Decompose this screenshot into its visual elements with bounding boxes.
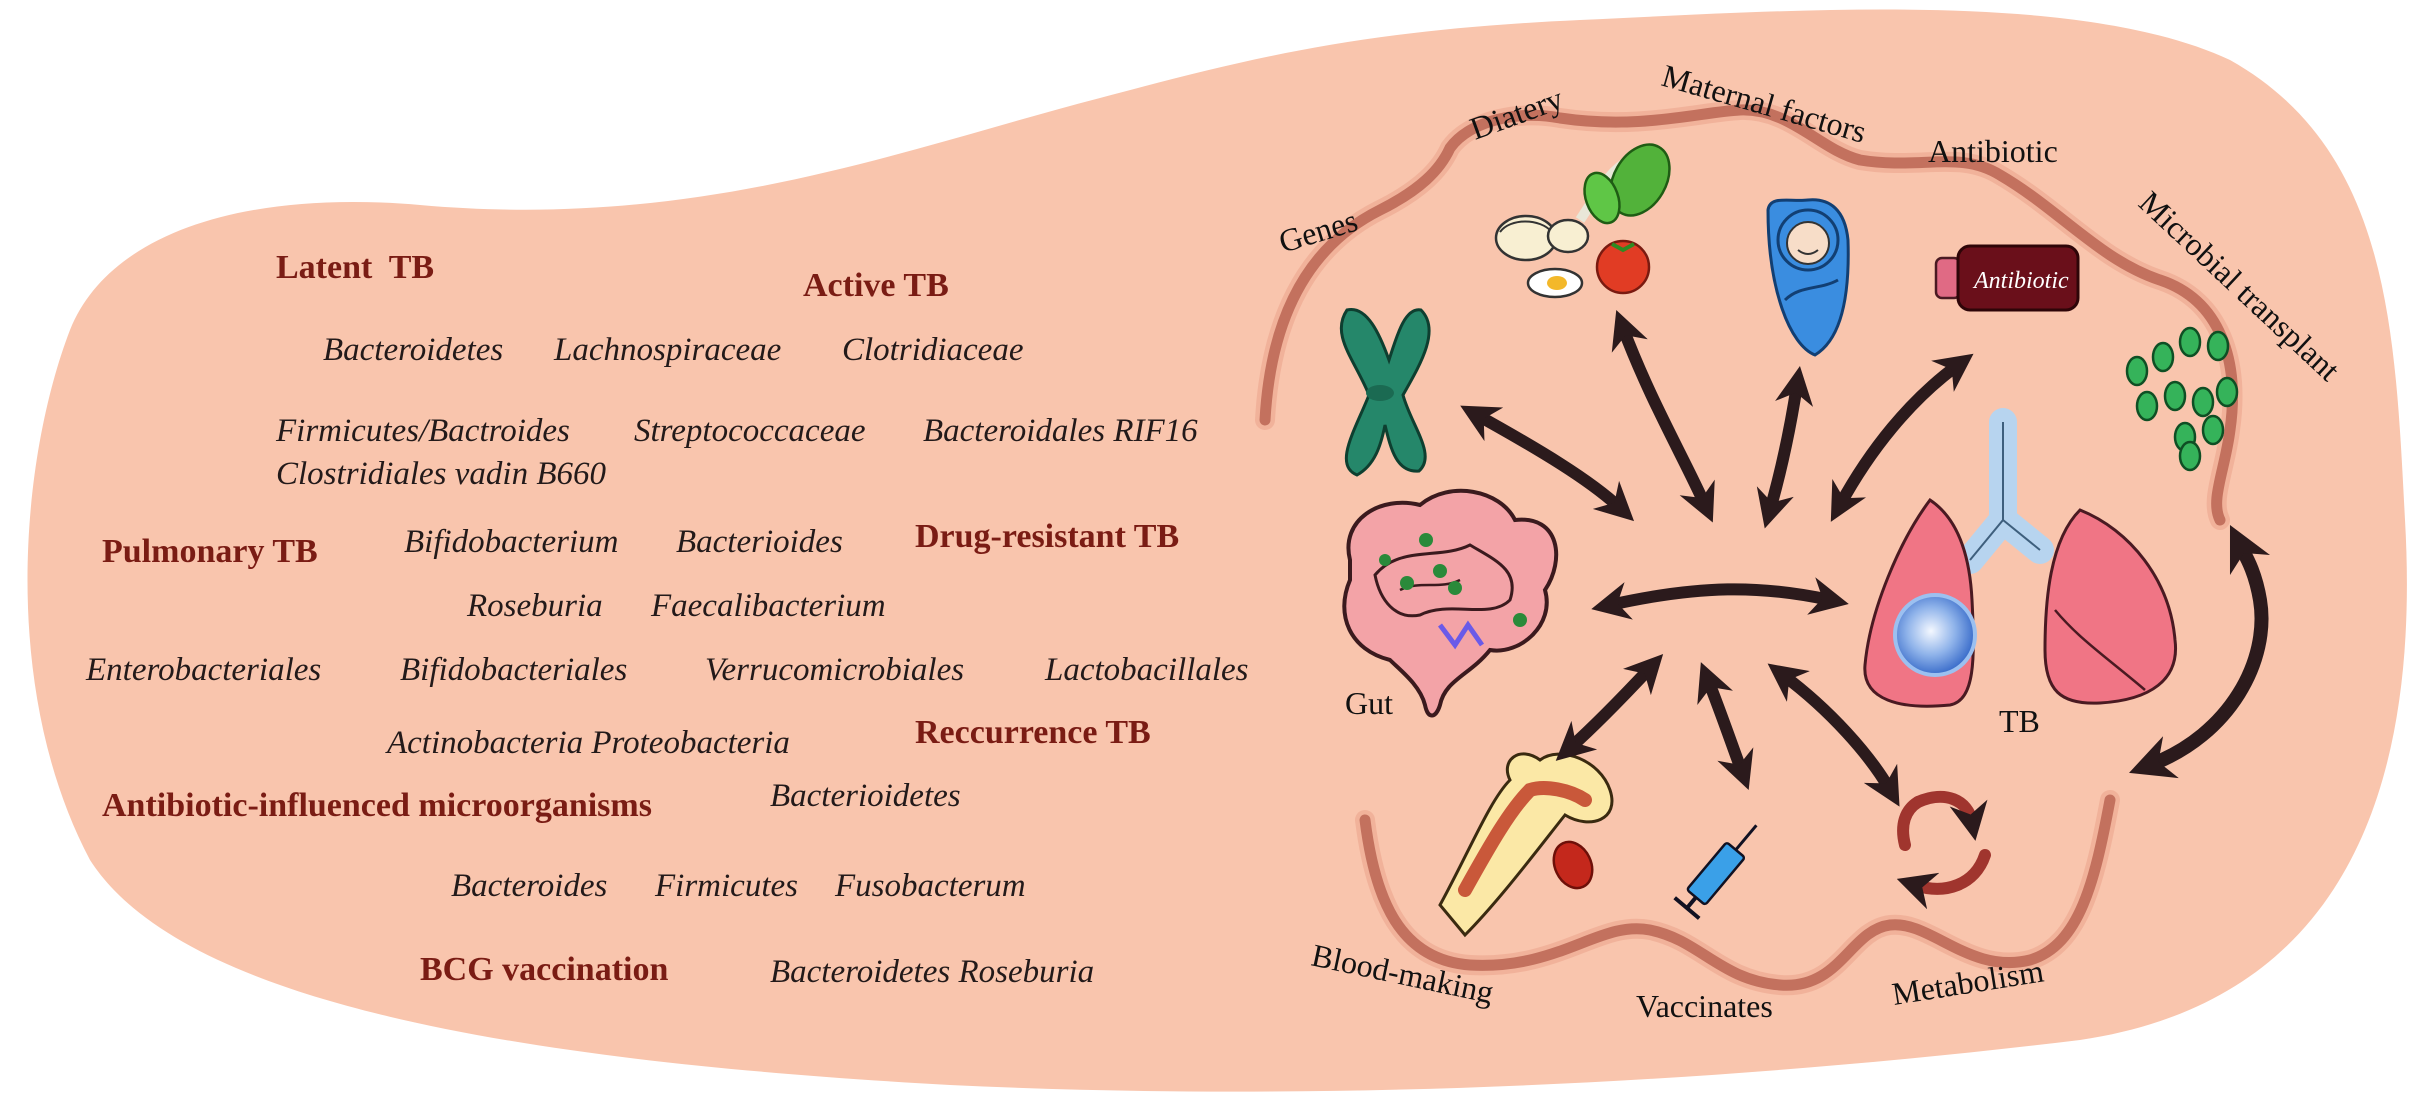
bacteria-item: Firmicutes/Bactroides bbox=[275, 413, 570, 449]
chromosome-icon bbox=[1339, 308, 1431, 477]
bacteria-item: Verrucomicrobiales bbox=[705, 652, 964, 688]
header-recurrence-tb: Reccurrence TB bbox=[915, 714, 1151, 751]
syringe-icon bbox=[1673, 824, 1758, 920]
header-bcg-vaccination: BCG vaccination bbox=[420, 951, 668, 988]
bacteria-item: Bacterioidetes bbox=[770, 778, 961, 814]
bottle-label: Antibiotic bbox=[1972, 268, 2069, 294]
label-tb: TB bbox=[1999, 703, 2040, 739]
food-icon bbox=[1494, 143, 1671, 299]
baby-icon bbox=[1766, 198, 1850, 357]
gut-icon bbox=[1342, 488, 1559, 718]
arrow-dietary bbox=[1611, 310, 1715, 523]
arrow-genes bbox=[1460, 405, 1635, 522]
label-antibiotic: Antibiotic bbox=[1928, 133, 2058, 169]
label-vaccinates: Vaccinates bbox=[1636, 988, 1773, 1024]
bacteria-item: Bacteroidetes bbox=[323, 332, 503, 368]
bacteria-item: Bifidobacteriales bbox=[400, 652, 627, 688]
lower-membrane-glow bbox=[1355, 790, 2120, 996]
bacteria-item: Faecalibacterium bbox=[650, 588, 886, 624]
arrow-antibiotic bbox=[1830, 353, 1974, 522]
arrow-blood bbox=[1555, 653, 1664, 761]
arrow-vaccinates bbox=[1697, 662, 1754, 791]
bacteria-item: Bacteroidales RIF16 bbox=[923, 413, 1198, 449]
bone-icon bbox=[1438, 752, 1614, 938]
bacteria-item: Lactobacillales bbox=[1044, 652, 1248, 688]
bacteria-item: Bacteroides bbox=[451, 868, 607, 904]
upper-membrane-glow bbox=[1255, 99, 2243, 530]
lower-membrane bbox=[1359, 794, 2116, 991]
header-antibiotic-influenced: Antibiotic-influenced microorganisms bbox=[102, 787, 652, 824]
antibiotic-bottle-icon: Antibiotic bbox=[1934, 244, 2080, 312]
interaction-arrows bbox=[1460, 310, 2271, 807]
bacteria-item: Lachnospiraceae bbox=[553, 332, 781, 368]
bacteria-item: Clostridiales vadin B660 bbox=[276, 456, 607, 492]
bacteria-item: Streptococcaceae bbox=[634, 413, 865, 449]
arrow-metabolism bbox=[1767, 663, 1900, 807]
header-pulmonary-tb: Pulmonary TB bbox=[102, 533, 318, 570]
bacteria-item: Enterobacteriales bbox=[85, 652, 321, 688]
tb-nodule bbox=[1893, 593, 1977, 677]
bacteria-item: Actinobacteria Proteobacteria bbox=[385, 725, 790, 761]
bacteria-item: Firmicutes bbox=[654, 868, 798, 904]
bacteria-item: Roseburia bbox=[466, 588, 603, 624]
arrow-maternal bbox=[1756, 366, 1814, 529]
upper-membrane bbox=[1259, 104, 2238, 526]
arrow-gut-tb bbox=[1591, 577, 1849, 620]
label-gut: Gut bbox=[1345, 685, 1393, 721]
header-latent-tb: Latent TB bbox=[276, 249, 434, 286]
bacteria-cluster-icon bbox=[2125, 326, 2239, 472]
header-active-tb: Active TB bbox=[803, 267, 949, 304]
bacteria-item: Bacterioides bbox=[676, 524, 843, 560]
arrow-transplant-tb bbox=[2129, 524, 2271, 779]
bacteria-item: Bacteroidetes Roseburia bbox=[770, 954, 1094, 990]
bacteria-item: Clotridiaceae bbox=[842, 332, 1023, 368]
bacteria-item: Fusobacterum bbox=[834, 868, 1026, 904]
metabolism-icon bbox=[1896, 790, 1991, 910]
header-drug-resistant-tb: Drug-resistant TB bbox=[915, 518, 1179, 555]
bacteria-item: Bifidobacterium bbox=[404, 524, 618, 560]
